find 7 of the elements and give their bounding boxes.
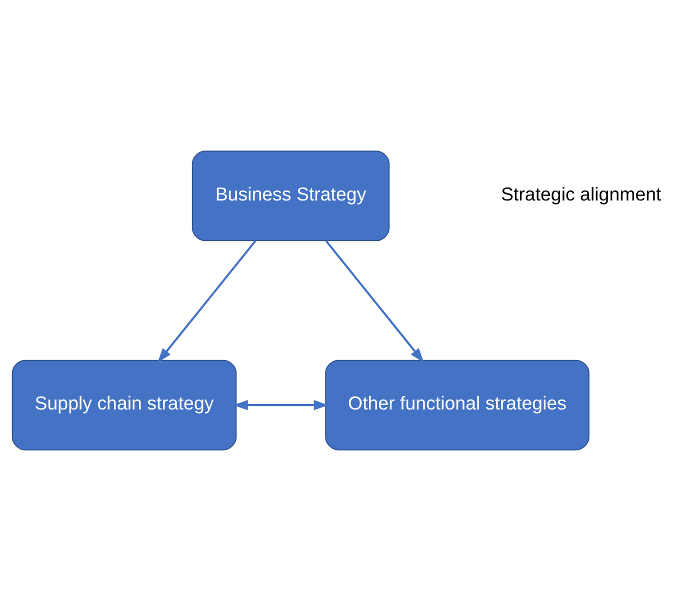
arrow [158, 240, 256, 362]
arrow [325, 240, 424, 362]
arrow [233, 399, 328, 410]
label: Strategic alignment [500, 182, 662, 204]
node-box: Business Strategy [192, 150, 390, 241]
node-box: Supply chain strategy [12, 359, 237, 450]
node-box: Other functional strategies [325, 359, 590, 450]
